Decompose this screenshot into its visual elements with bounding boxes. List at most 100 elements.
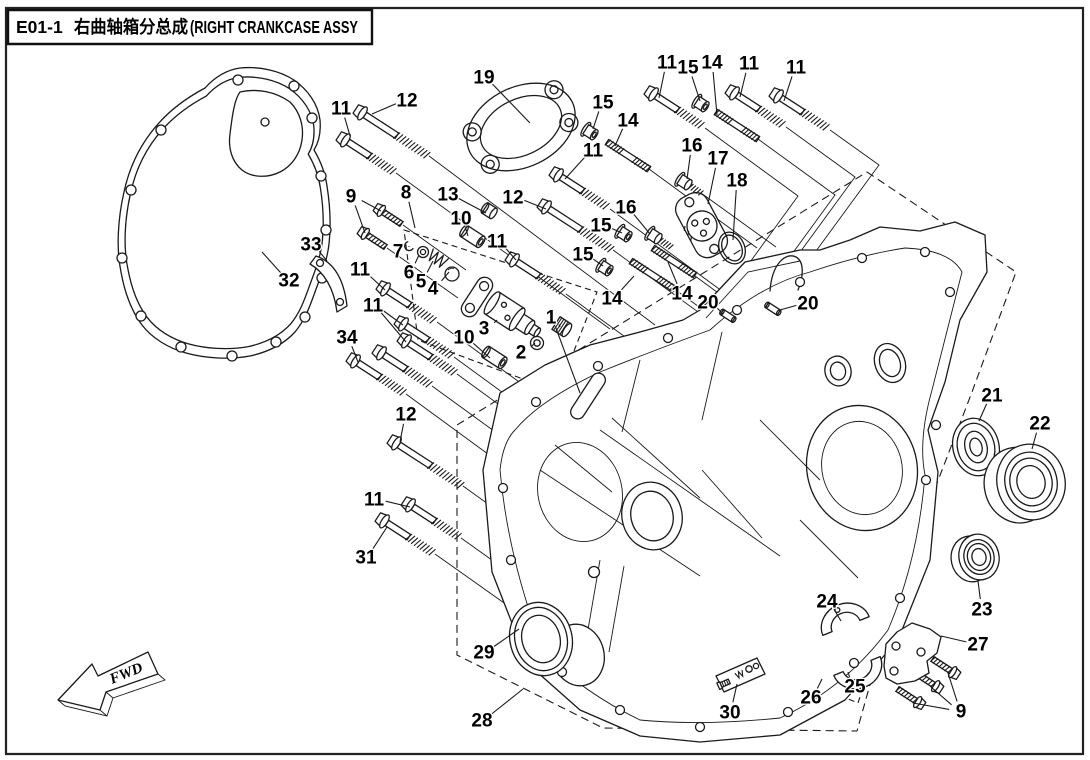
- leader-line: [931, 687, 952, 705]
- callout-label: 21: [981, 386, 1003, 407]
- oil-seal-21: [947, 413, 1006, 480]
- callout-label: 30: [719, 703, 740, 724]
- circlip-7: [405, 242, 413, 251]
- collar-13: [480, 202, 499, 220]
- leader-line: [459, 199, 486, 214]
- callout-label: 12: [502, 188, 523, 209]
- callout-label: 11: [657, 53, 678, 74]
- callout-label: 14: [601, 289, 623, 310]
- leader-line: [634, 215, 650, 235]
- case-bolt-holes: [499, 248, 955, 732]
- bracket-27: [884, 623, 941, 684]
- leader-line: [740, 73, 746, 97]
- leader-line: [372, 104, 396, 114]
- leader-line: [494, 629, 519, 647]
- relief-valve-assembly: [405, 202, 574, 371]
- callout-label: 27: [967, 635, 988, 656]
- callout-label: 20: [797, 294, 818, 315]
- diagram-code: E01-1: [16, 17, 63, 37]
- leader-line: [733, 190, 736, 240]
- callout-label: 29: [473, 643, 494, 664]
- leader-line: [442, 272, 450, 281]
- leader-line: [400, 424, 404, 442]
- case-ribs: [540, 332, 858, 652]
- outlet-fitting-17: [670, 188, 732, 263]
- leader-line: [621, 276, 635, 291]
- callout-label: 12: [396, 91, 417, 112]
- callout-label: 24: [816, 592, 838, 613]
- spring-5: [427, 249, 449, 269]
- diagram-title-en: (RIGHT CRANKCASE ASSY: [190, 17, 358, 37]
- title-block: E01-1 右曲轴箱分总成 (RIGHT CRANKCASE ASSY: [8, 10, 372, 44]
- leader-line: [409, 202, 415, 228]
- oil-seal-29: [501, 595, 580, 683]
- callout-label: 11: [786, 58, 807, 79]
- bearing-shell-25: [834, 657, 889, 697]
- leader-line: [262, 252, 281, 273]
- callout-label: 11: [364, 490, 385, 511]
- callout-label: 16: [615, 198, 636, 219]
- callout-label: 15: [572, 245, 594, 266]
- leader-line: [941, 636, 966, 642]
- callout-label: 15: [592, 93, 614, 114]
- callout-label: 9: [956, 702, 967, 723]
- leader-line: [319, 251, 327, 261]
- callout-label: 5: [416, 272, 427, 293]
- leader-line: [362, 201, 381, 212]
- callout-label: 15: [677, 58, 699, 79]
- o-ring-18: [714, 228, 751, 268]
- leader-line: [708, 168, 716, 204]
- leader-line: [668, 262, 677, 284]
- callout-label: 12: [395, 405, 416, 426]
- callout-label: 15: [590, 216, 612, 237]
- washer-6: [418, 247, 429, 258]
- leader-line: [979, 404, 987, 421]
- callout-label: 14: [671, 284, 693, 305]
- leader-line: [355, 205, 365, 233]
- leader-line: [713, 72, 717, 115]
- leader-line: [615, 129, 623, 146]
- callout-label: 33: [300, 235, 321, 256]
- callout-label: 14: [617, 111, 639, 132]
- leader-line: [780, 305, 796, 310]
- callout-label: 11: [363, 296, 384, 317]
- leader-line: [593, 259, 603, 266]
- callout-label: 25: [844, 677, 866, 698]
- leader-line: [913, 703, 949, 709]
- dashed-boundary-crankcase: [457, 172, 1016, 731]
- diagram-title-cn: 右曲轴箱分总成: [73, 17, 188, 37]
- leader-line: [415, 255, 419, 263]
- callout-label: 7: [393, 242, 404, 263]
- leader-line: [559, 324, 560, 327]
- leader-line: [506, 248, 517, 260]
- leader-line: [1032, 433, 1037, 449]
- callout-label: 11: [739, 54, 760, 75]
- leader-line: [465, 227, 468, 236]
- callout-label: 22: [1029, 414, 1050, 435]
- baffle-33: [310, 256, 347, 312]
- leader-line: [612, 229, 622, 233]
- pump-cover-gasket-19: [452, 66, 590, 188]
- leader-line: [687, 155, 690, 179]
- callout-label: 4: [428, 279, 439, 300]
- leader-line: [848, 672, 850, 677]
- ball-4: [445, 267, 459, 281]
- leader-line: [373, 527, 387, 549]
- retainer-plate: [458, 274, 495, 320]
- callout-label: 1: [546, 308, 557, 329]
- ball-bearing-22: [976, 437, 1073, 530]
- leader-line: [948, 673, 957, 702]
- callout-label: 17: [707, 149, 728, 170]
- leader-line: [494, 320, 497, 323]
- callout-label: 26: [800, 688, 821, 709]
- leader-line: [717, 308, 723, 314]
- washer-2: [531, 337, 544, 350]
- callout-label: 11: [350, 260, 371, 281]
- callout-label: 9: [346, 187, 357, 208]
- leader-line: [473, 343, 490, 358]
- leader-line: [524, 200, 546, 209]
- callout-label: 32: [278, 271, 299, 292]
